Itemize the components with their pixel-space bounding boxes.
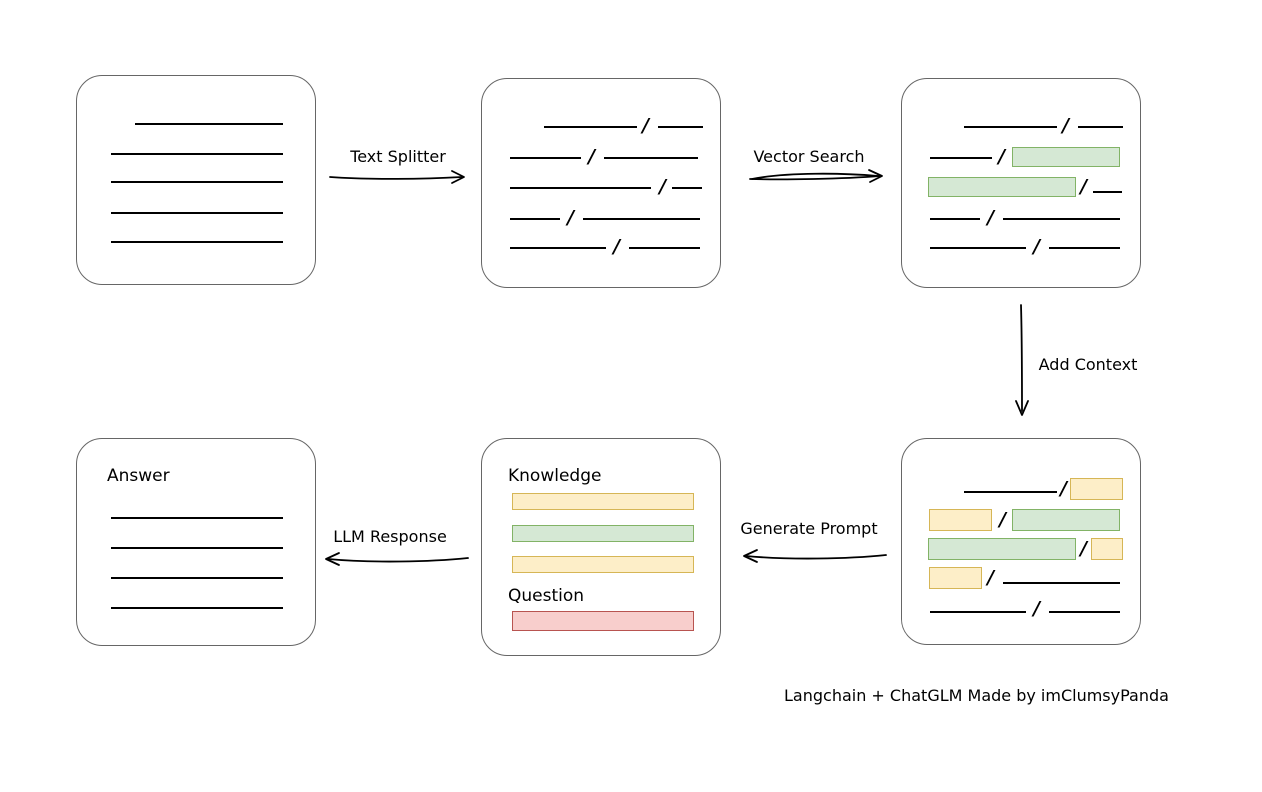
chunk-line (1049, 611, 1120, 613)
chunk-line (1003, 218, 1120, 220)
split-chunks-card[interactable]: / / / / / (481, 78, 721, 288)
edge-label-text-splitter: Text Splitter (350, 147, 446, 166)
matched-chunk-highlight[interactable] (1012, 509, 1120, 531)
chunk-line (1093, 191, 1122, 193)
question-chip[interactable] (512, 611, 694, 631)
edge-llm-response-arrow (325, 552, 469, 566)
edge-generate-prompt-arrow (743, 549, 887, 563)
chunk-separator: / (999, 508, 1006, 531)
chunk-separator: / (588, 145, 595, 168)
question-label: Question (508, 586, 585, 606)
chunk-separator: / (1062, 114, 1069, 137)
chunk-separator: / (642, 114, 649, 137)
answer-card[interactable]: Answer (76, 438, 316, 646)
vector-hits-card[interactable]: / / / / / (901, 78, 1141, 288)
chunk-separator: / (987, 566, 994, 589)
edge-vector-search-arrow (749, 169, 883, 183)
chunk-line (930, 611, 1026, 613)
matched-chunk-highlight[interactable] (1012, 147, 1120, 167)
context-chunks-card[interactable]: / / / / / (901, 438, 1141, 645)
chunk-line (510, 218, 560, 220)
answer-line (111, 547, 283, 549)
chunk-line (629, 247, 700, 249)
edge-label-add-context: Add Context (1038, 355, 1138, 374)
chunk-line (1049, 247, 1120, 249)
chunk-line (1078, 126, 1123, 128)
chunk-separator: / (613, 235, 620, 258)
chunk-line (672, 187, 702, 189)
chunk-line (510, 187, 651, 189)
text-line (111, 181, 283, 183)
text-line (111, 212, 283, 214)
edge-label-vector-search: Vector Search (753, 147, 865, 166)
context-chunk-highlight[interactable] (1070, 478, 1123, 500)
chunk-line (510, 157, 581, 159)
answer-label: Answer (107, 466, 170, 486)
chunk-separator: / (1033, 597, 1040, 620)
chunk-line (964, 126, 1057, 128)
chunk-separator: / (1080, 537, 1087, 560)
chunk-line (930, 218, 980, 220)
matched-chunk-highlight[interactable] (928, 538, 1076, 560)
text-line (111, 241, 283, 243)
chunk-line (1003, 582, 1120, 584)
edge-text-splitter-arrow (329, 170, 465, 184)
text-line (135, 123, 283, 125)
matched-chunk-highlight[interactable] (928, 177, 1076, 197)
chunk-line (510, 247, 606, 249)
chunk-line (930, 247, 1026, 249)
edge-label-llm-response: LLM Response (333, 527, 447, 546)
chunk-line (658, 126, 703, 128)
chunk-separator: / (567, 206, 574, 229)
knowledge-chunk-chip[interactable] (512, 525, 694, 542)
answer-line (111, 607, 283, 609)
knowledge-label: Knowledge (508, 466, 602, 486)
chunk-separator: / (1033, 235, 1040, 258)
edge-label-generate-prompt: Generate Prompt (740, 519, 878, 538)
context-chunk-highlight[interactable] (929, 509, 992, 531)
knowledge-chunk-chip[interactable] (512, 493, 694, 510)
answer-line (111, 517, 283, 519)
chunk-separator: / (1080, 175, 1087, 198)
chunk-separator: / (987, 206, 994, 229)
text-line (111, 153, 283, 155)
edge-add-context-arrow (1015, 304, 1029, 416)
chunk-line (583, 218, 700, 220)
credit-text: Langchain + ChatGLM Made by imClumsyPand… (784, 686, 1169, 705)
prompt-card[interactable]: Knowledge Question (481, 438, 721, 656)
knowledge-chunk-chip[interactable] (512, 556, 694, 573)
context-chunk-highlight[interactable] (1091, 538, 1123, 560)
source-document-card[interactable] (76, 75, 316, 285)
context-chunk-highlight[interactable] (929, 567, 982, 589)
chunk-separator: / (998, 145, 1005, 168)
chunk-separator: / (659, 175, 666, 198)
chunk-line (544, 126, 637, 128)
answer-line (111, 577, 283, 579)
chunk-separator: / (1060, 477, 1067, 500)
chunk-line (964, 491, 1057, 493)
chunk-line (604, 157, 698, 159)
chunk-line (930, 157, 992, 159)
